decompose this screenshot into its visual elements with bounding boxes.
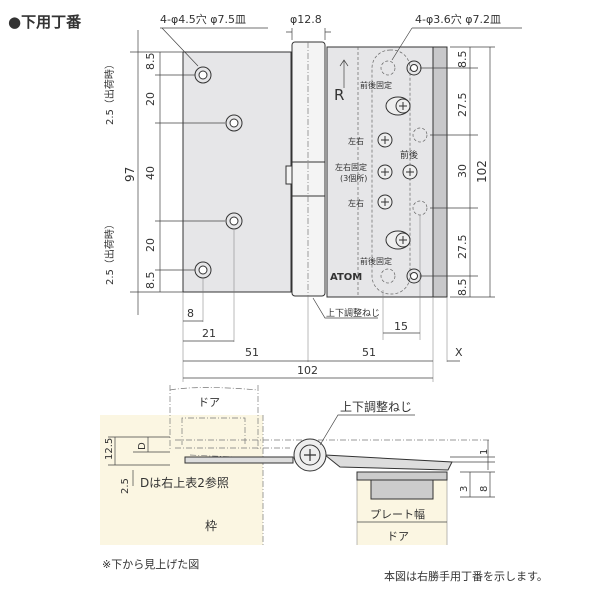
plate-width-label: プレート幅	[370, 508, 425, 521]
dim-left-40: 40	[144, 166, 157, 180]
frame-leaf	[184, 456, 294, 464]
note-d: Dは右上表2参照	[140, 475, 229, 490]
hidden-hole-icon	[380, 268, 396, 284]
arrow-up-icon	[339, 59, 349, 88]
dim-102: 102	[297, 364, 318, 377]
footnote-left: ※下から見上げた図	[102, 558, 199, 571]
screw-icon	[385, 96, 411, 116]
screws	[377, 96, 418, 250]
dim-left-8-5-bottom: 8.5	[144, 272, 157, 290]
frame-label: 枠	[205, 519, 217, 533]
dim-right-102: 102	[475, 160, 489, 183]
dim-left-20-top: 20	[144, 92, 157, 106]
left-hole-note: 4-φ4.5穴 φ7.5皿	[160, 12, 246, 26]
plate-body	[370, 479, 434, 500]
screw-icon	[385, 230, 411, 250]
label-fb: 前後	[400, 149, 418, 161]
dim-8: 8	[187, 307, 194, 320]
dim-1: 1	[479, 449, 490, 455]
knuckle-tab	[285, 165, 293, 185]
door-bottom-label: ドア	[387, 530, 409, 543]
dim-x: X	[455, 346, 463, 359]
screw-icon	[402, 164, 418, 180]
right-leaf-strip	[432, 46, 448, 298]
dim-2-5: 2.5	[120, 478, 131, 494]
dim-right-27-5-bottom: 27.5	[456, 235, 469, 260]
screw-icon	[377, 194, 393, 210]
adjust-screw-label-section: 上下調整ねじ	[340, 399, 412, 414]
door-top-label: ドア	[198, 396, 220, 409]
plate	[356, 471, 448, 481]
pin-diameter: φ12.8	[290, 13, 322, 26]
hole-icon	[225, 212, 243, 230]
dim-right-8-5-top: 8.5	[456, 51, 469, 69]
label-lr-bottom: 左右	[348, 198, 364, 208]
knuckle	[291, 41, 326, 297]
dim-51-left: 51	[245, 346, 259, 359]
label-fb-fix-top: 前後固定	[360, 80, 392, 90]
left-leaf	[182, 51, 292, 293]
logo: ATOM	[330, 272, 362, 283]
dim-51-right: 51	[362, 346, 376, 359]
dim-15: 15	[394, 320, 408, 333]
dim-left-8-5-top: 8.5	[144, 53, 157, 71]
right-hole-note: 4-φ3.6穴 φ7.2皿	[415, 12, 501, 26]
shipping-offset-bottom: 2.5（出荷時）	[103, 219, 116, 285]
dim-left-20-bottom: 20	[144, 238, 157, 252]
screw-icon	[377, 164, 393, 180]
label-lr-fix: 左右固定	[335, 162, 367, 172]
dim-d: D	[137, 442, 148, 450]
footnote-right: 本図は右勝手用丁番を示します。	[384, 569, 548, 583]
direction-label: R	[334, 86, 344, 104]
label-lr-fix-count: (3個所)	[340, 173, 367, 183]
door-leaf	[323, 454, 453, 471]
dim-left-97: 97	[123, 167, 137, 182]
screw-icon	[377, 132, 393, 148]
dim-right-30: 30	[456, 164, 469, 178]
hidden-hole-icon	[380, 60, 396, 76]
knuckle-section-icon	[293, 438, 327, 472]
shipping-offset-top: 2.5（出荷時）	[103, 59, 116, 125]
dim-right-27-5-top: 27.5	[456, 93, 469, 118]
adjust-screw-label-front: 上下調整ねじ	[326, 307, 380, 319]
dim-21: 21	[202, 327, 216, 340]
dim-8-section: 8	[479, 486, 490, 492]
dim-right-8-5-bottom: 8.5	[456, 279, 469, 297]
hidden-hole-icon	[412, 127, 428, 143]
dim-3: 3	[459, 486, 470, 492]
hole-icon	[225, 114, 243, 132]
label-lr-top: 左右	[348, 136, 364, 146]
title: ●下用丁番	[8, 13, 82, 31]
dim-12-5: 12.5	[104, 438, 115, 460]
label-fb-fix-bottom: 前後固定	[360, 256, 392, 266]
